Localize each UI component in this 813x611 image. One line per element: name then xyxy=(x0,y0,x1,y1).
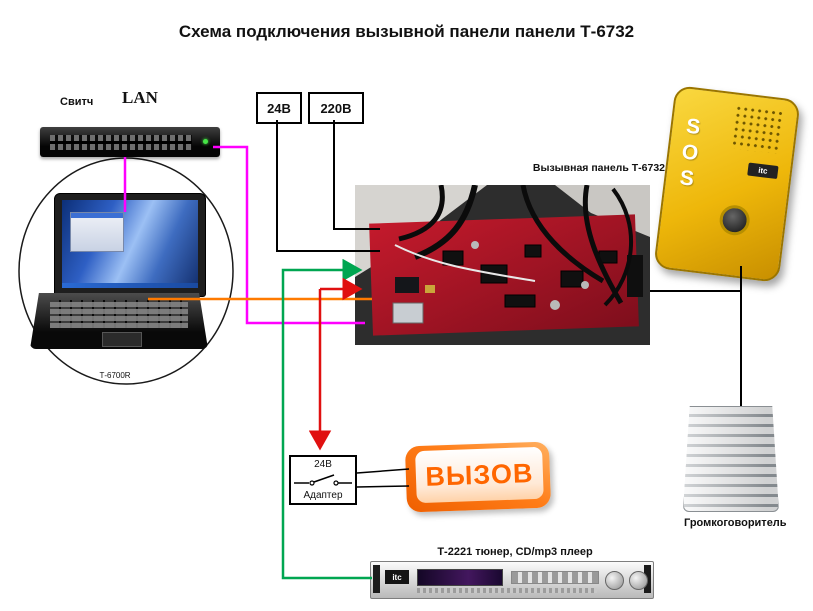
laptop-display xyxy=(62,200,198,288)
adapter-text-label: Адаптер xyxy=(303,490,343,501)
call-sign-image: ВЫЗОВ xyxy=(404,441,552,513)
diagram-title: Схема подключения вызывной панели панели… xyxy=(178,22,635,41)
call-panel-label: Вызывная панель Т-6732 xyxy=(532,162,665,174)
panel-sos-text: SOS xyxy=(673,114,707,195)
voltage-box-220v: 220В xyxy=(308,92,364,124)
laptop-touchpad xyxy=(102,332,142,347)
laptop-screen xyxy=(54,193,206,297)
call-panel-body: SOS itc xyxy=(653,85,801,283)
adapter-box: 24В Адаптер xyxy=(289,455,357,505)
tuner-display xyxy=(417,569,503,586)
panel-call-button xyxy=(717,203,752,237)
voltage-box-24v: 24В xyxy=(256,92,302,124)
tuner-knob-left xyxy=(605,571,624,590)
tuner-rack-ear-left xyxy=(373,565,380,593)
tuner-knob-right xyxy=(629,571,648,590)
laptop-taskbar xyxy=(62,283,198,288)
tuner-brand-badge: itc xyxy=(385,570,409,584)
pcb-board-graphic xyxy=(355,184,650,345)
laptop-desktop-window xyxy=(70,212,124,252)
switch-led xyxy=(203,139,208,144)
laptop-base xyxy=(30,293,208,349)
lan-label: LAN xyxy=(122,88,158,107)
loudspeaker-label: Громкоговоритель xyxy=(684,517,787,529)
laptop-model-label: Т-6700R xyxy=(99,371,131,380)
laptop-window-titlebar xyxy=(71,213,123,218)
tuner-buttons xyxy=(511,571,599,584)
switch-ports xyxy=(50,135,192,150)
call-sign-text: ВЫЗОВ xyxy=(424,457,534,492)
pcb-board-photo xyxy=(355,184,650,345)
call-sign-face: ВЫЗОВ xyxy=(415,446,544,504)
tuner-image: itc xyxy=(370,561,654,599)
switch-symbol-icon xyxy=(294,474,352,486)
switch-label: Свитч xyxy=(60,96,94,108)
tuner-label: Т-2221 тюнер, CD/mp3 плеер xyxy=(437,546,593,558)
network-switch-image xyxy=(40,127,220,157)
call-panel-image: SOS itc xyxy=(653,85,801,283)
panel-speaker-grille xyxy=(730,104,786,155)
adapter-voltage-label: 24В xyxy=(314,459,332,470)
loudspeaker-image xyxy=(683,406,779,512)
laptop-keyboard xyxy=(50,300,188,328)
tuner-vent xyxy=(417,588,597,593)
laptop-image xyxy=(30,193,208,351)
panel-brand-badge: itc xyxy=(747,162,779,180)
